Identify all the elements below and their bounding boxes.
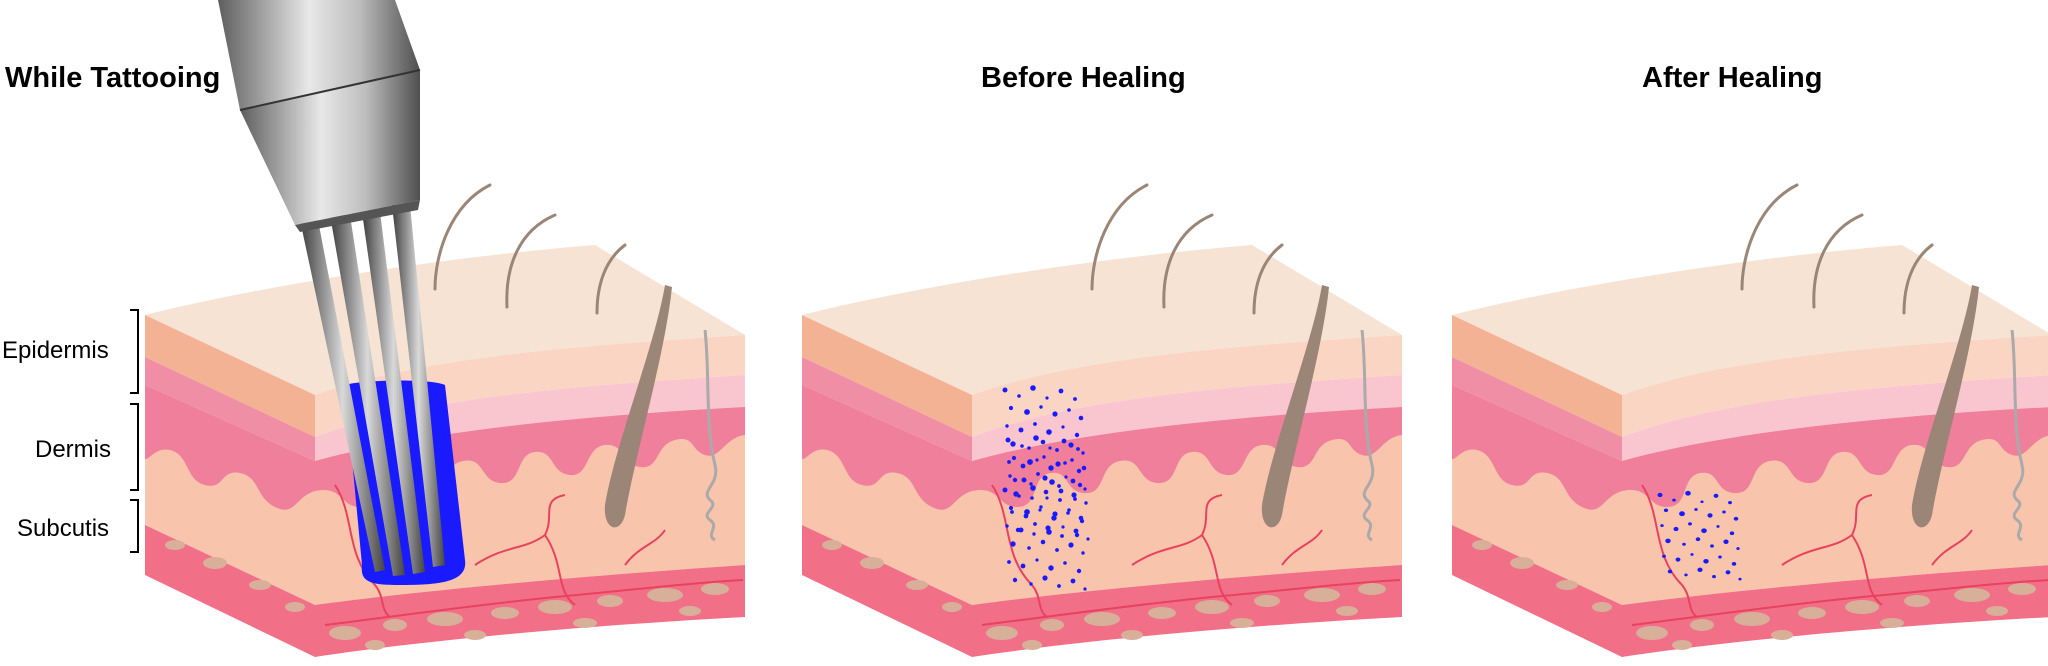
layer-brackets — [130, 309, 139, 553]
panel-title-before-healing: Before Healing — [981, 62, 1186, 94]
label-dermis: Dermis — [35, 436, 111, 463]
tattoo-needle — [218, 0, 445, 576]
panel-after-healing — [1450, 183, 2048, 659]
panel-before-healing — [800, 183, 1404, 659]
panel-title-after-healing: After Healing — [1642, 62, 1823, 94]
label-epidermis: Epidermis — [2, 337, 109, 364]
panel-while-tattooing — [130, 0, 747, 659]
panel-title-while-tattooing: While Tattooing — [5, 62, 221, 94]
label-subcutis: Subcutis — [17, 515, 110, 542]
